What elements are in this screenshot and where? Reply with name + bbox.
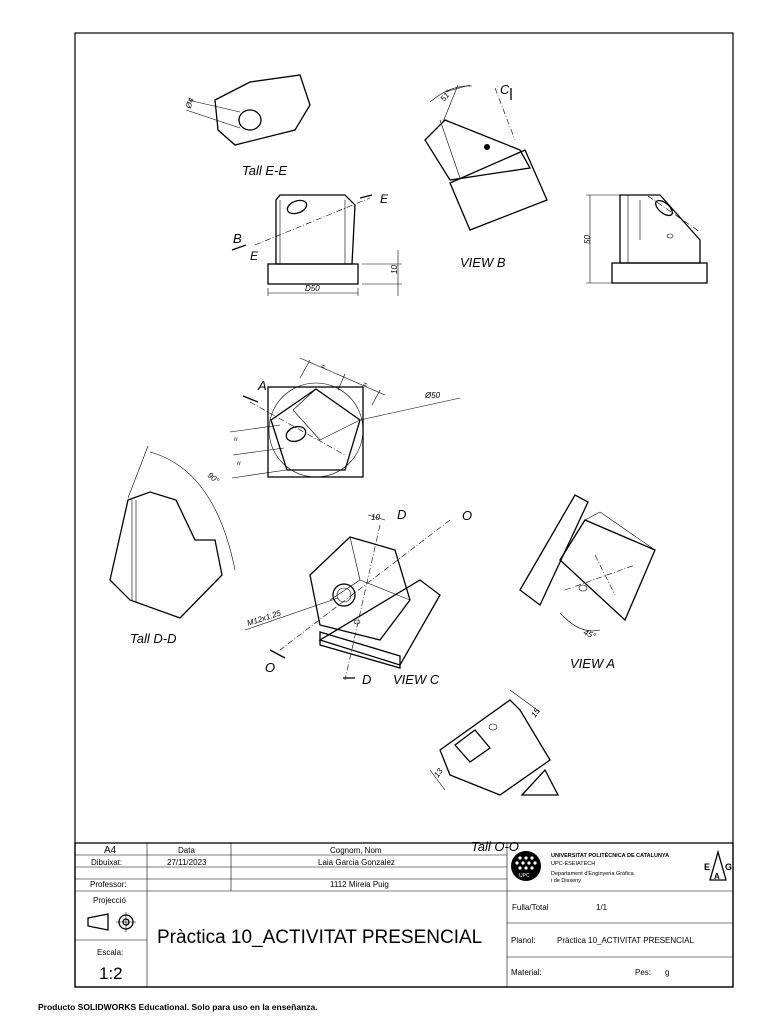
marker-d-bottom: D: [362, 672, 371, 687]
tb-fulla-label: Fulla/Total: [512, 903, 549, 912]
projection-symbol-icon: [87, 912, 136, 932]
footer-notice: Producto SOLIDWORKS Educational. Solo pa…: [38, 1002, 318, 1012]
tb-material-label: Material:: [511, 968, 542, 977]
tb-escala-label: Escala:: [97, 948, 123, 957]
section-o-o: [429, 689, 560, 796]
tb-title: Pràctica 10_ACTIVITAT PRESENCIAL: [157, 927, 482, 948]
label-tall-o-o: Tall O-O: [471, 839, 519, 854]
marker-e-left: E: [250, 249, 259, 263]
side-view: [586, 194, 708, 284]
dim-angle-90: 90°: [206, 471, 222, 486]
tb-uni-4: i de Disseny: [551, 878, 581, 884]
top-view: [229, 357, 461, 479]
tb-col-data: Data: [178, 846, 195, 855]
dim-h50: 50: [583, 235, 592, 244]
marker-e-right: E: [380, 192, 389, 206]
dim-eq-4: =: [234, 460, 244, 466]
dim-eq-1: =: [319, 362, 327, 372]
tb-fulla: 1/1: [596, 903, 608, 912]
tb-uni-3: Departament d'Enginyeria Gràfica: [551, 871, 635, 877]
section-d-d: [109, 445, 236, 619]
ega-logo-icon: E G A: [704, 849, 732, 881]
dim-phi50: Ø50: [424, 391, 441, 400]
label-tall-e-e: Tall E-E: [242, 163, 287, 178]
tb-author: Laia Garcia Gonzalez: [318, 858, 395, 867]
marker-o-top: O: [462, 508, 472, 523]
svg-text:E: E: [704, 862, 710, 872]
svg-text:UPC: UPC: [519, 873, 530, 879]
tb-row-dibuixat: Dibuixat:: [91, 858, 122, 867]
tb-uni-1: UNIVERSITAT POLITÈCNICA DE CATALUNYA: [551, 851, 669, 859]
dim-eq-2: =: [361, 380, 369, 390]
view-a: [519, 494, 656, 632]
dim-d13: 13: [432, 766, 445, 779]
title-block: [74, 842, 734, 988]
tb-pes-label: Pes:: [635, 968, 651, 977]
tb-planol-label: Planol:: [511, 936, 535, 945]
dim-d50: D50: [305, 284, 320, 293]
dim-eq-3: =: [231, 436, 241, 442]
tb-pes-unit: g: [665, 968, 669, 977]
marker-c: C: [500, 82, 510, 97]
dim-m12: M12x1.25: [246, 608, 283, 628]
label-view-c: VIEW C: [393, 672, 440, 687]
front-view: [254, 194, 402, 296]
marker-b: B: [233, 231, 242, 246]
label-view-b: VIEW B: [460, 255, 506, 270]
tb-projeccio: Projecció: [93, 896, 126, 905]
tb-format: A4: [104, 845, 117, 856]
tb-planol: Pràctica 10_ACTIVITAT PRESENCIAL: [557, 936, 694, 945]
tb-uni-2: UPC-ESEIATECH: [551, 861, 595, 867]
dim-angle-45: 45°: [582, 628, 597, 642]
dim-h10: 10: [390, 265, 399, 274]
tb-professor: 1112 Mireia Puig: [330, 880, 389, 889]
dim-d15: 15: [529, 706, 542, 719]
tb-date: 27/11/2023: [167, 858, 207, 867]
upc-logo: UPC: [511, 851, 541, 881]
dim-d10: 10: [371, 513, 380, 522]
svg-text:A: A: [714, 872, 720, 881]
marker-o-bottom: O: [265, 660, 275, 675]
tb-col-name: Cognom, Nom: [330, 846, 382, 855]
view-c: [244, 514, 451, 681]
tb-row-professor: Professor:: [90, 880, 126, 889]
section-e-e: Ø4: [183, 74, 311, 146]
marker-d-top: D: [397, 507, 406, 522]
label-tall-d-d: Tall D-D: [130, 631, 176, 646]
view-b: [424, 84, 548, 231]
tb-escala: 1:2: [99, 964, 123, 983]
svg-text:G: G: [725, 862, 732, 872]
dim-phi4: Ø4: [183, 96, 196, 111]
marker-a: A: [257, 378, 267, 393]
label-view-a: VIEW A: [570, 656, 615, 671]
